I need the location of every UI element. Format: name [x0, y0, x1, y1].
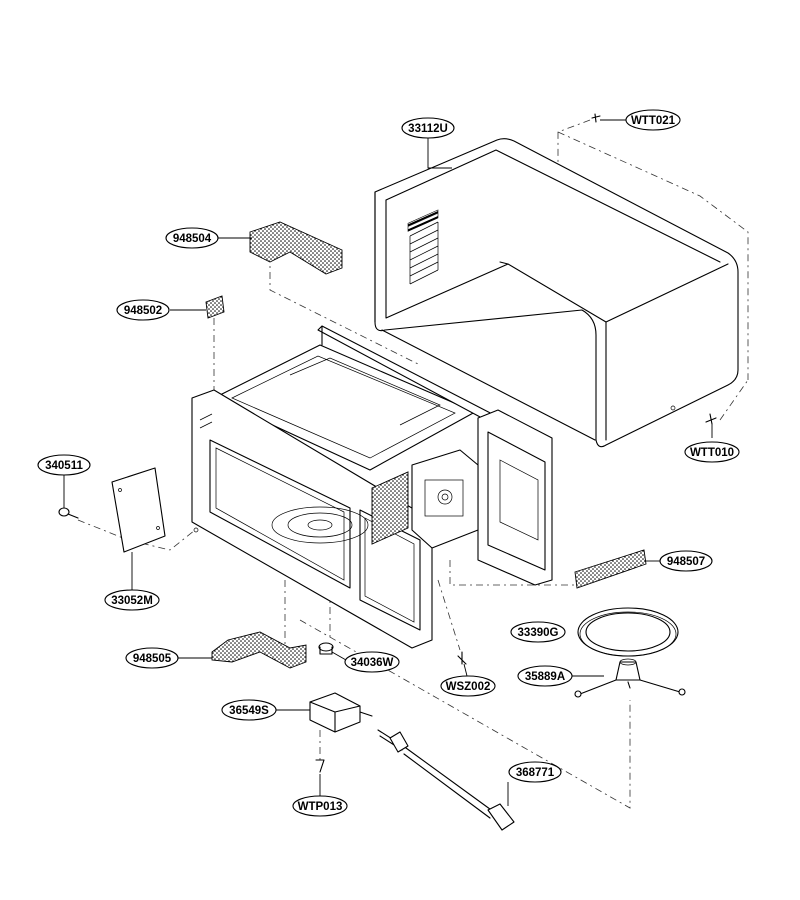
- svg-text:948502: 948502: [124, 305, 162, 317]
- svg-text:36549S: 36549S: [229, 705, 269, 717]
- svg-text:340511: 340511: [45, 460, 83, 472]
- svg-text:33052M: 33052M: [111, 595, 153, 607]
- label-948502[interactable]: 948502: [116, 299, 170, 321]
- label-WSZ002[interactable]: WSZ002: [440, 675, 496, 697]
- screw-340511: [58, 507, 79, 519]
- label-368771[interactable]: 368771: [508, 761, 562, 783]
- label-35889A[interactable]: 35889A: [517, 665, 573, 687]
- outer-cabinet: [374, 138, 739, 448]
- coupler: [318, 642, 334, 655]
- insulation-pads: [205, 221, 647, 669]
- label-36549S[interactable]: 36549S: [221, 699, 277, 721]
- label-WTP013[interactable]: WTP013: [292, 795, 348, 817]
- svg-text:WTT021: WTT021: [631, 115, 676, 127]
- label-948507[interactable]: 948507: [659, 550, 713, 572]
- assembly-lines: [77, 119, 749, 809]
- turntable-glass: [577, 607, 679, 657]
- svg-text:WTP013: WTP013: [298, 801, 343, 813]
- small-screws: [315, 113, 717, 773]
- roller-support: [574, 658, 686, 698]
- label-WTT010[interactable]: WTT010: [684, 441, 740, 463]
- svg-text:WSZ002: WSZ002: [446, 681, 491, 693]
- svg-text:35889A: 35889A: [525, 671, 565, 683]
- svg-text:WTT010: WTT010: [690, 447, 734, 459]
- svg-text:368771: 368771: [516, 767, 555, 779]
- label-WTT021[interactable]: WTT021: [625, 109, 681, 131]
- svg-text:948504: 948504: [173, 233, 212, 245]
- label-948505[interactable]: 948505: [125, 647, 179, 669]
- svg-text:948505: 948505: [133, 653, 172, 665]
- svg-text:948507: 948507: [667, 556, 705, 568]
- svg-text:34036W: 34036W: [351, 657, 394, 669]
- cover-plate: [111, 467, 166, 553]
- turntable-motor: [309, 692, 373, 733]
- label-33112U[interactable]: 33112U: [401, 117, 455, 139]
- leader-lines: [63, 119, 713, 806]
- wire-harness: [377, 729, 515, 831]
- main-chassis: [191, 325, 553, 649]
- svg-text:33390G: 33390G: [518, 627, 559, 639]
- label-33052M[interactable]: 33052M: [104, 589, 160, 611]
- svg-text:33112U: 33112U: [408, 123, 448, 135]
- label-340511[interactable]: 340511: [37, 454, 91, 476]
- part-labels: WTT021 33112U 948504 948502 WTT010 34051…: [37, 109, 740, 817]
- label-34036W[interactable]: 34036W: [344, 651, 400, 673]
- label-33390G[interactable]: 33390G: [510, 621, 566, 643]
- label-948504[interactable]: 948504: [165, 227, 219, 249]
